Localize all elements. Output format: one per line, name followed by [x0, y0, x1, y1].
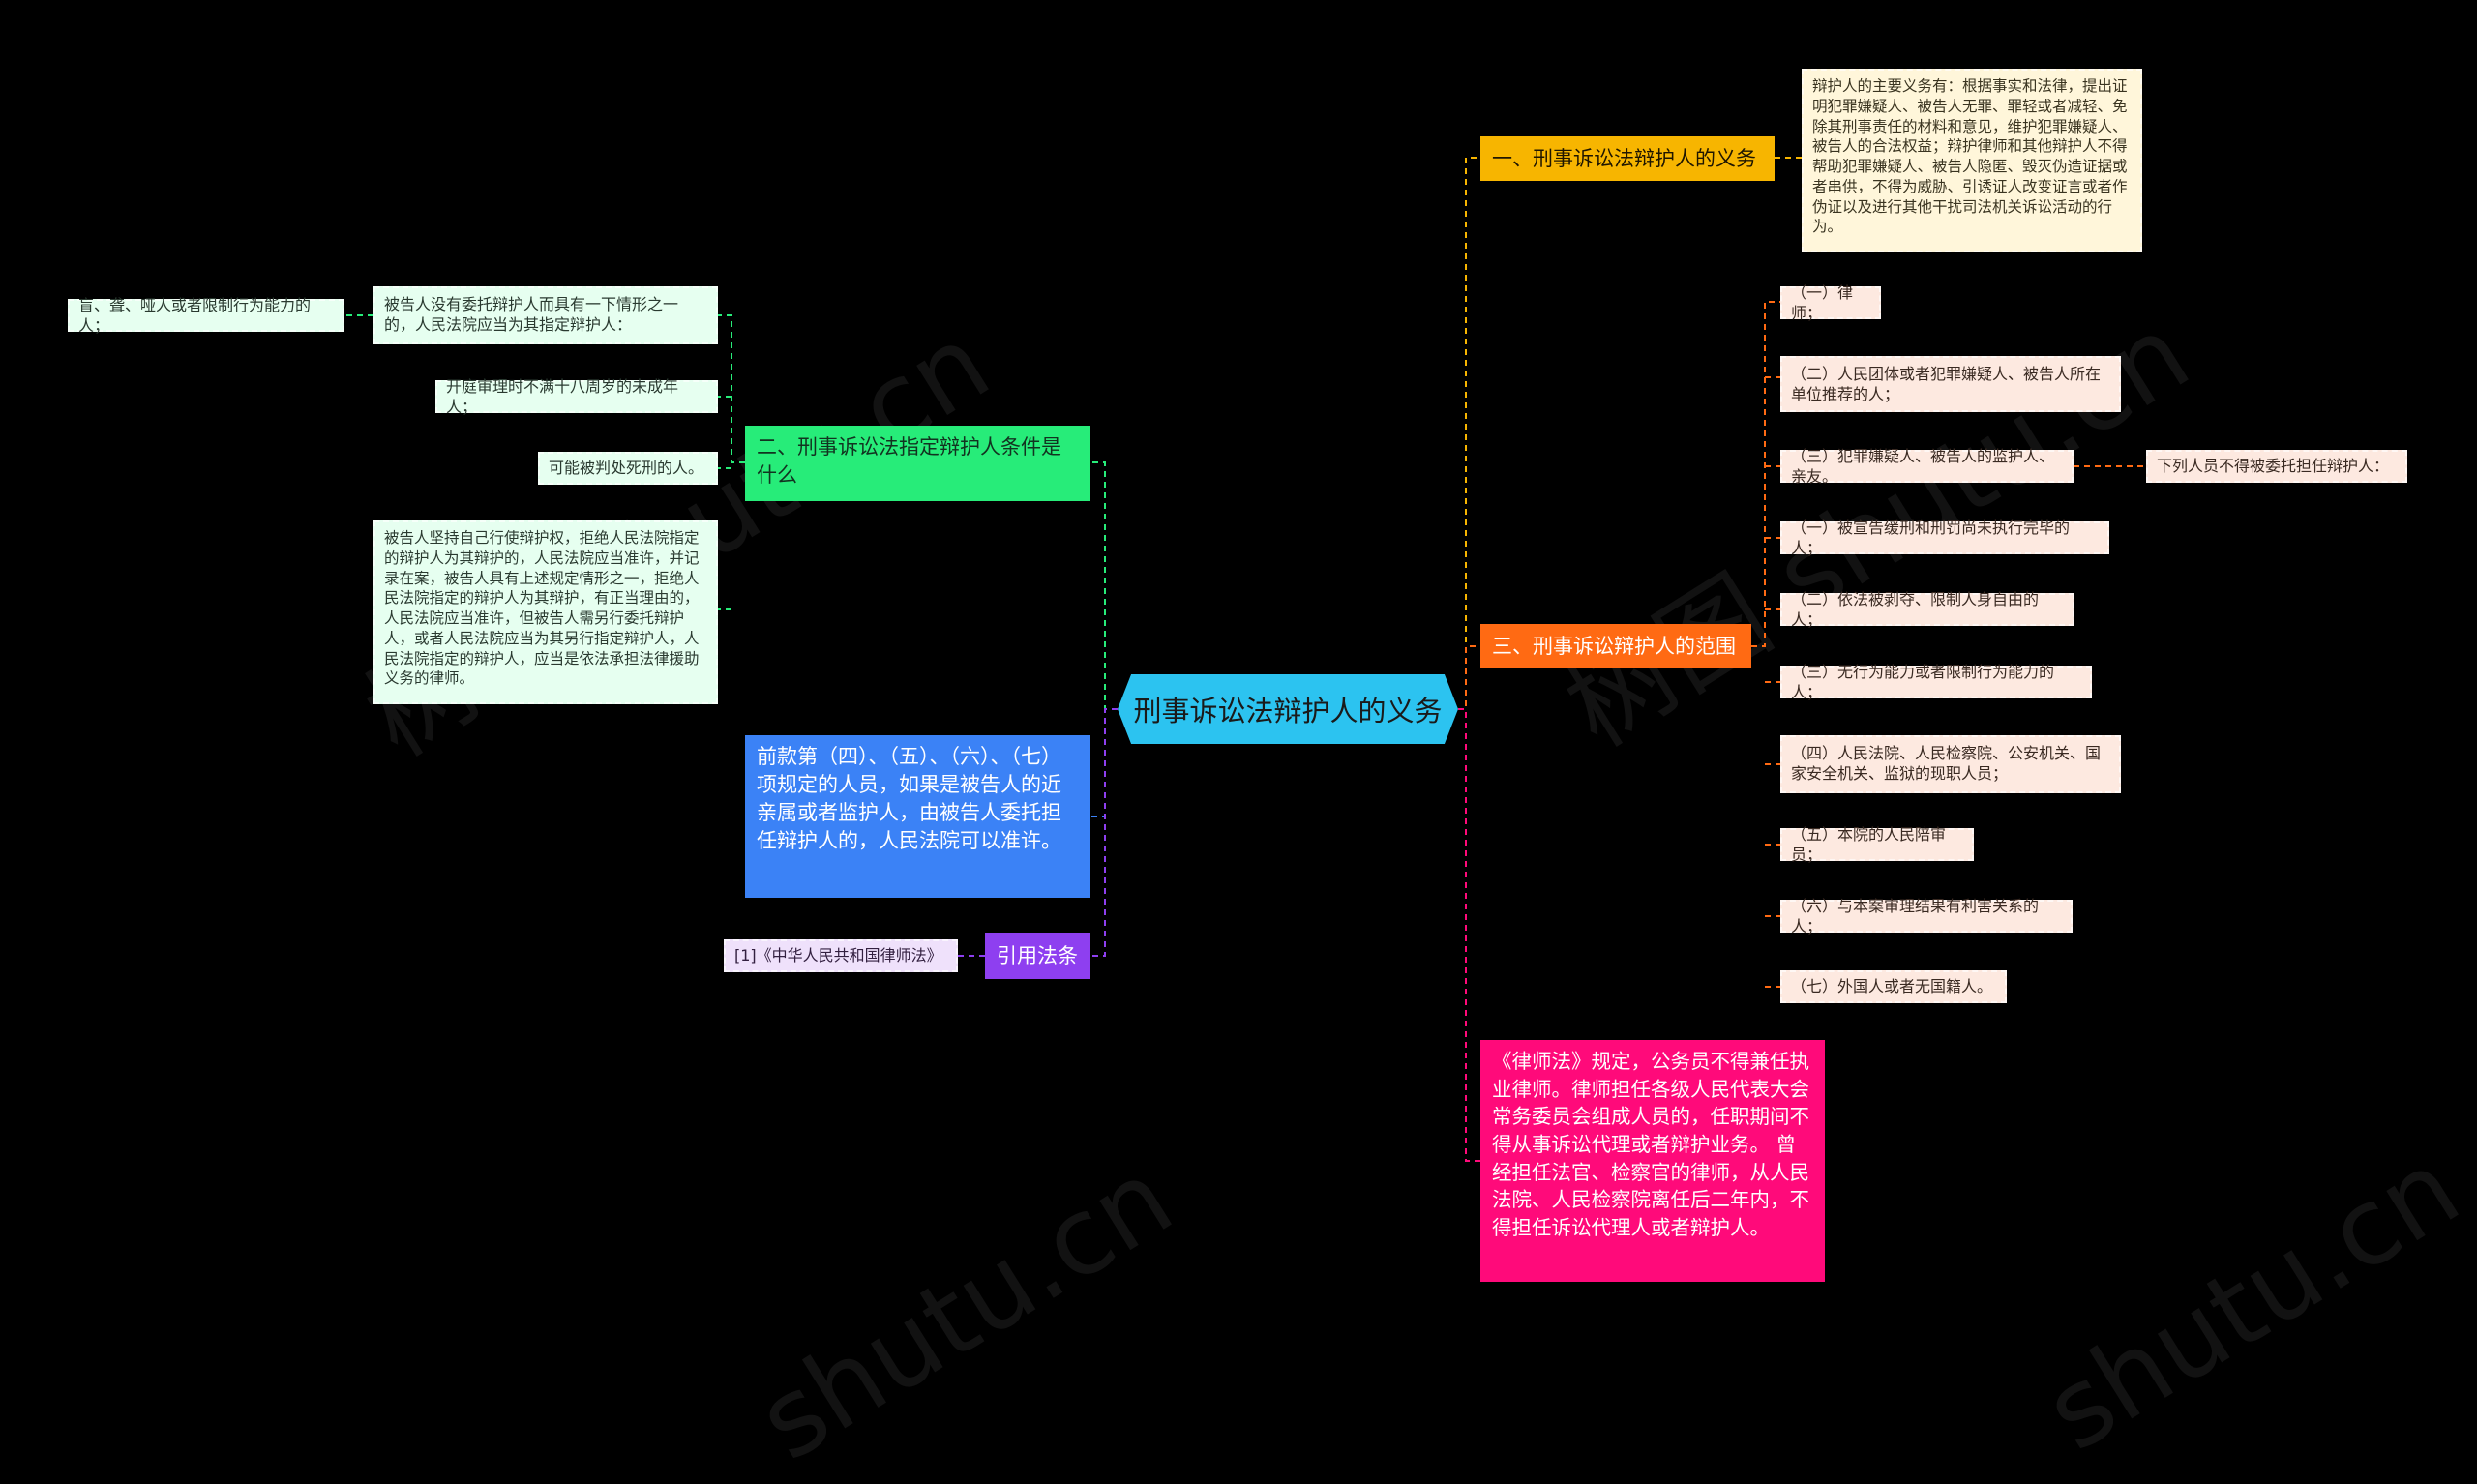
scope-item-10[interactable]: （七）外国人或者无国籍人。 — [1780, 970, 2007, 1003]
section-two-node[interactable]: 二、刑事诉讼法指定辩护人条件是什么 — [745, 426, 1090, 501]
connector-lines — [344, 157, 2146, 1162]
scope-item-9[interactable]: （六）与本案审理结果有利害关系的人； — [1780, 897, 2073, 935]
section-one-detail[interactable]: 辩护人的主要义务有：根据事实和法律，提出证明犯罪嫌疑人、被告人无罪、罪轻或者减轻… — [1802, 69, 2142, 252]
scope-item-4[interactable]: （一）被宣告缓刑和刑罚尚未执行完毕的人； — [1780, 519, 2109, 557]
appoint-condition-2[interactable]: 开庭审理时不满十八周岁的未成年人； — [435, 377, 718, 416]
appoint-subitem[interactable]: 盲、聋、哑人或者限制行为能力的人； — [68, 296, 344, 335]
scope-item-7[interactable]: （四）人民法院、人民检察院、公安机关、国家安全机关、监狱的现职人员； — [1780, 735, 2121, 793]
appoint-condition-1[interactable]: 被告人没有委托辩护人而具有一下情形之一的，人民法院应当为其指定辩护人： — [373, 286, 718, 344]
section-three-node[interactable]: 三、刑事诉讼辩护人的范围 — [1480, 624, 1751, 668]
pink-note[interactable]: 《律师法》规定，公务员不得兼任执业律师。律师担任各级人民代表大会常务委员会组成人… — [1480, 1040, 1825, 1282]
citation-node[interactable]: 引用法条 — [985, 933, 1090, 979]
scope-item-5[interactable]: （二）依法被剥夺、限制人身自由的人； — [1780, 590, 2074, 629]
blue-note[interactable]: 前款第（四）、（五）、（六）、（七）项规定的人员，如果是被告人的近亲属或者监护人… — [745, 735, 1090, 898]
section-one-node[interactable]: 一、刑事诉讼法辩护人的义务 — [1480, 136, 1775, 181]
scope-item-2[interactable]: （二）人民团体或者犯罪嫌疑人、被告人所在单位推荐的人； — [1780, 356, 2121, 412]
scope-side-note[interactable]: 下列人员不得被委托担任辩护人： — [2146, 450, 2407, 483]
appoint-condition-3[interactable]: 可能被判处死刑的人。 — [538, 452, 718, 485]
scope-item-1[interactable]: （一）律师； — [1780, 283, 1881, 322]
appoint-condition-4[interactable]: 被告人坚持自己行使辩护权，拒绝人民法院指定的辩护人为其辩护的，人民法院应当准许，… — [373, 520, 718, 704]
citation-item[interactable]: [1]《中华人民共和国律师法》 — [724, 939, 958, 972]
scope-item-8[interactable]: （五）本院的人民陪审员； — [1780, 825, 1974, 864]
scope-item-3[interactable]: （三）犯罪嫌疑人、被告人的监护人、亲友。 — [1780, 447, 2074, 486]
scope-item-6[interactable]: （三）无行为能力或者限制行为能力的人； — [1780, 663, 2092, 701]
root-topic[interactable]: 刑事诉讼法辩护人的义务 — [1118, 674, 1458, 744]
